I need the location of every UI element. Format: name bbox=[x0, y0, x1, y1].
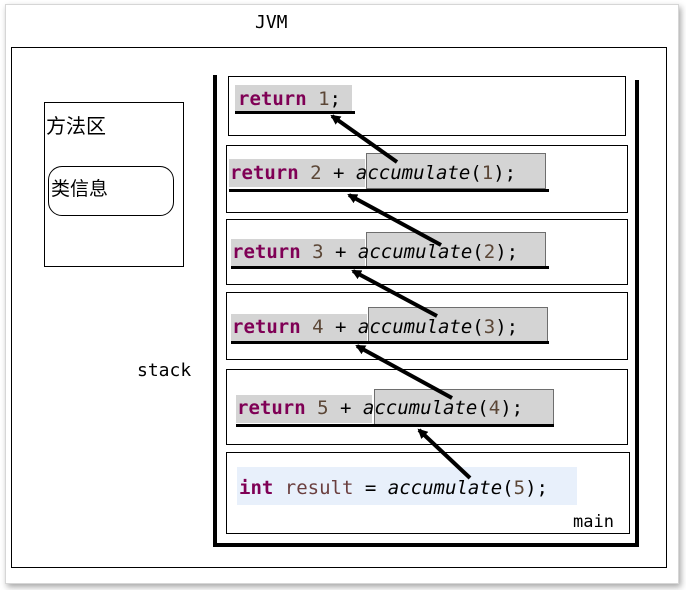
keyword: return bbox=[230, 162, 299, 184]
underline-frame-3 bbox=[231, 266, 549, 269]
frame-5-code: return 5 + accumulate(4); bbox=[237, 397, 524, 419]
underline-frame-5 bbox=[236, 424, 554, 427]
argument: 3 bbox=[483, 316, 496, 338]
diagram-title: JVM bbox=[255, 12, 288, 33]
method-area-label: 方法区 bbox=[46, 114, 106, 138]
number: 2 bbox=[310, 162, 322, 184]
number: 3 bbox=[312, 241, 324, 263]
operator: + bbox=[335, 241, 347, 263]
frame-4-code: return 4 + accumulate(3); bbox=[232, 316, 519, 338]
argument: 4 bbox=[488, 397, 501, 419]
method-name: accumulate bbox=[355, 162, 471, 184]
frame-1-code: return 1; bbox=[238, 86, 341, 112]
operator: + bbox=[340, 397, 352, 419]
operator: + bbox=[335, 316, 347, 338]
argument: 2 bbox=[483, 241, 496, 263]
number: 1 bbox=[318, 88, 330, 110]
operator: + bbox=[333, 162, 345, 184]
stack-label: stack bbox=[137, 360, 192, 381]
method-area-box bbox=[44, 102, 184, 267]
highlight-return-3 bbox=[231, 239, 365, 267]
highlight-main-line bbox=[237, 467, 577, 505]
method-name: accumulate bbox=[362, 397, 478, 419]
terminator: ; bbox=[511, 397, 524, 419]
method-name: accumulate bbox=[357, 316, 473, 338]
keyword: return bbox=[237, 397, 306, 419]
highlight-return-1 bbox=[235, 85, 352, 113]
highlight-return-4 bbox=[231, 314, 367, 342]
highlight-return-2 bbox=[229, 159, 365, 187]
main-label: main bbox=[573, 512, 614, 532]
jvm-box bbox=[11, 47, 667, 568]
stack-wall-bottom bbox=[213, 543, 639, 547]
keyword: return bbox=[232, 241, 301, 263]
class-info-box bbox=[48, 166, 174, 216]
stack-wall-left bbox=[213, 75, 217, 547]
highlight-return-5 bbox=[236, 395, 372, 423]
underline-frame-1 bbox=[235, 111, 355, 114]
argument: 1 bbox=[481, 162, 494, 184]
terminator: ; bbox=[504, 162, 517, 184]
operator: = bbox=[364, 477, 377, 499]
terminator: ; bbox=[329, 88, 341, 110]
frame-2-code: return 2 + accumulate(1); bbox=[230, 162, 517, 184]
main-frame-code: int result = accumulate(5); bbox=[239, 477, 548, 499]
keyword: return bbox=[238, 88, 307, 110]
keyword: return bbox=[232, 316, 301, 338]
frame-3-code: return 3 + accumulate(2); bbox=[232, 241, 519, 263]
underline-frame-4 bbox=[231, 341, 549, 344]
variable: result bbox=[284, 477, 354, 499]
argument: 5 bbox=[513, 477, 526, 499]
method-name: accumulate bbox=[387, 477, 503, 499]
type-keyword: int bbox=[239, 477, 274, 499]
number: 4 bbox=[312, 316, 324, 338]
terminator: ; bbox=[506, 241, 519, 263]
terminator: ; bbox=[506, 316, 519, 338]
class-info-label: 类信息 bbox=[51, 178, 109, 200]
number: 5 bbox=[317, 397, 329, 419]
stack-wall-right bbox=[635, 80, 639, 547]
method-name: accumulate bbox=[357, 241, 473, 263]
terminator: ; bbox=[536, 477, 548, 499]
underline-frame-2 bbox=[229, 189, 549, 192]
